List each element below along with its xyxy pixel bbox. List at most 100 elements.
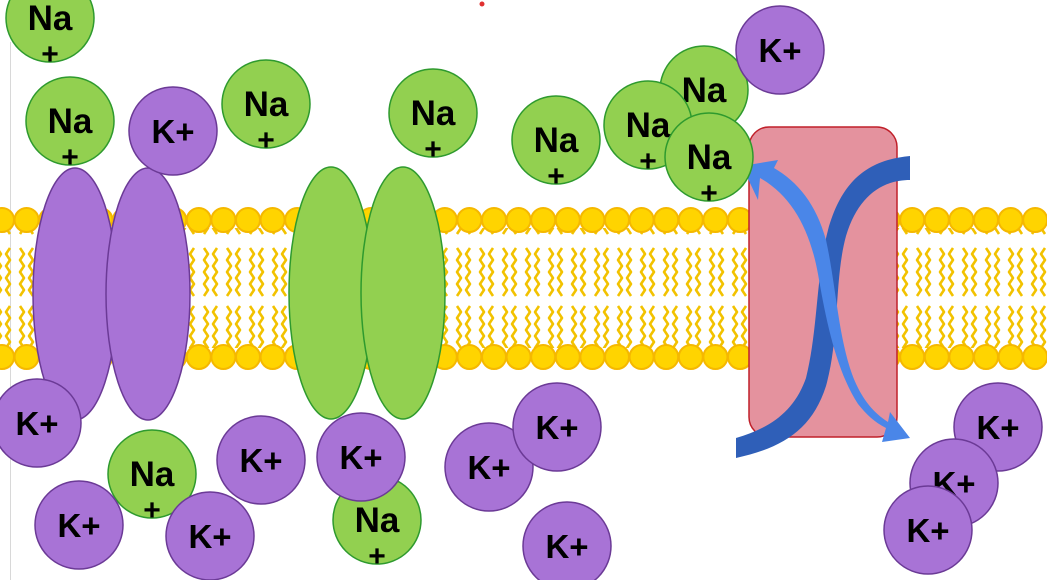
lipid-head-bottom [210, 344, 237, 370]
sodium-ion-label: Na [626, 106, 671, 145]
sodium-ion: Na+ [25, 76, 115, 174]
potassium-channel [32, 167, 191, 421]
lipid-head-top [0, 207, 15, 233]
lipid-head-top [923, 207, 950, 233]
potassium-ion-label: K+ [906, 512, 949, 549]
lipid-head-bottom [456, 344, 483, 370]
lipid-head-top [235, 207, 261, 233]
potassium-ion-label: K+ [467, 449, 510, 486]
pump-arrow-inward [742, 160, 910, 442]
potassium-ion-label: K+ [535, 409, 578, 446]
potassium-ion-body [883, 485, 973, 575]
potassium-ion-body [316, 412, 406, 502]
sodium-ion: Na+ [511, 95, 601, 193]
potassium-ion-label: K+ [15, 405, 58, 442]
sodium-ion-body [664, 112, 754, 202]
sodium-ion: Na+ [221, 59, 311, 157]
potassium-ion-body [0, 378, 82, 468]
lipid-head-top [899, 207, 926, 233]
pump-arrow-outward-tail [736, 156, 910, 458]
potassium-ion: K+ [128, 86, 218, 176]
red-dot-marker [479, 1, 485, 7]
potassium-ion-label: K+ [57, 507, 100, 544]
lipid-head-top [579, 207, 606, 233]
lipid-head-bottom [948, 344, 975, 370]
lipid-head-top [677, 207, 704, 233]
sodium-ion-label: Na [355, 501, 400, 540]
lipid-head-bottom [973, 344, 999, 370]
sodium-ion-charge: + [639, 145, 657, 178]
sodium-ion: Na+ [664, 112, 754, 210]
lipid-head-top [702, 207, 729, 233]
sodium-ion-label: Na [48, 102, 93, 141]
potassium-ion: K+ [735, 5, 825, 95]
sodium-ion-body [5, 0, 95, 63]
potassium-ion-body [522, 501, 612, 580]
potassium-ion-body [216, 415, 306, 505]
lipid-head-bottom [481, 344, 507, 370]
lipid-head-bottom [530, 344, 557, 370]
potassium-ion-label: K+ [976, 409, 1019, 446]
potassium-ion-body [735, 5, 825, 95]
lipid-head-bottom [923, 344, 950, 370]
lipid-head-bottom [259, 344, 286, 370]
sodium-ion: Na+ [388, 68, 478, 166]
sodium-ion-charge: + [41, 38, 59, 71]
potassium-ion-body [34, 480, 124, 570]
lipid-head-bottom [677, 344, 704, 370]
sodium-ion-body [221, 59, 311, 149]
sodium-ion: Na+ [107, 429, 197, 527]
lipid-head-top [481, 207, 507, 233]
sodium-ion-label: Na [244, 85, 289, 124]
potassium-ion: K+ [883, 485, 973, 575]
lipid-head-top [13, 207, 40, 233]
lipid-head-bottom [505, 344, 532, 370]
lipid-head-top [1022, 207, 1047, 233]
lipid-head-top [948, 207, 975, 233]
lipid-head-top [530, 207, 557, 233]
lipid-head-top [185, 207, 212, 233]
lipid-head-bottom [1022, 344, 1047, 370]
potassium-ion-label: K+ [188, 518, 231, 555]
potassium-channel-right-subunit [105, 167, 191, 421]
lipid-head-top [973, 207, 999, 233]
sodium-ion-label: Na [28, 0, 73, 38]
lipid-head-top [210, 207, 237, 233]
potassium-ion: K+ [0, 378, 82, 468]
lipid-head-bottom [899, 344, 926, 370]
potassium-ion-body [444, 422, 534, 512]
potassium-ion: K+ [522, 501, 612, 580]
sodium-ion-charge: + [424, 133, 442, 166]
sodium-ion-body [511, 95, 601, 185]
potassium-ion-label: K+ [151, 113, 194, 150]
potassium-ion-label: K+ [758, 32, 801, 69]
potassium-ion-label: K+ [545, 528, 588, 565]
lipid-head-bottom [653, 344, 680, 370]
lipid-head-top [554, 207, 581, 233]
lipid-head-bottom [604, 344, 630, 370]
lipid-head-bottom [235, 344, 261, 370]
sodium-ion-body [388, 68, 478, 158]
potassium-ion: K+ [34, 480, 124, 570]
sodium-ion-charge: + [547, 160, 565, 193]
potassium-ion: K+ [444, 422, 534, 512]
potassium-ion-body [512, 382, 602, 472]
sodium-ion: Na+ [603, 80, 693, 178]
lipid-head-bottom [554, 344, 581, 370]
sodium-channel-right-subunit [360, 166, 446, 420]
sodium-ion-label: Na [130, 455, 175, 494]
lipid-head-bottom [579, 344, 606, 370]
lipid-head-bottom [997, 344, 1024, 370]
lipid-head-top [653, 207, 680, 233]
lipid-head-bottom [628, 344, 655, 370]
sodium-ion-body [107, 429, 197, 519]
potassium-ion-body [165, 491, 255, 580]
lipid-head-bottom [702, 344, 729, 370]
lipid-head-top [456, 207, 483, 233]
sodium-ion-label: Na [534, 121, 579, 160]
lipid-head-top [505, 207, 532, 233]
sodium-ion-charge: + [61, 141, 79, 174]
